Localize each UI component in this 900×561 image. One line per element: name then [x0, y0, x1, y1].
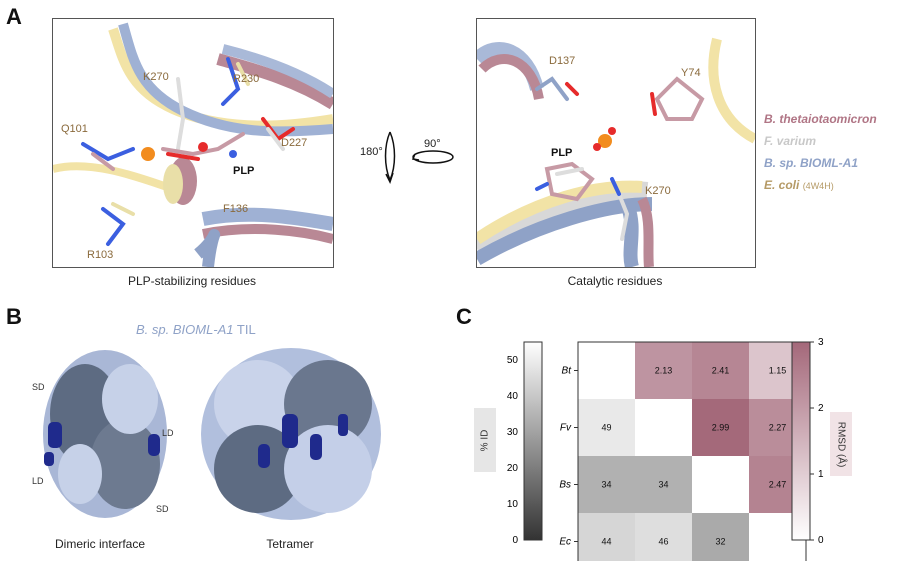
id-colorbar: 0 10 20 30 40 50: [507, 341, 543, 546]
id-colorbar-tick-label: 10: [507, 499, 519, 510]
heatmap-cell-value: 2.27: [769, 423, 787, 433]
id-colorbar-tick-label: 30: [507, 427, 519, 438]
label-k270: K270: [143, 71, 169, 83]
panel-b-title-species: B. sp. BIOML-A1: [136, 322, 234, 337]
id-colorbar-tick-label: 0: [512, 535, 518, 546]
rmsd-colorbar-tick-label: 3: [818, 337, 824, 348]
rmsd-colorbar-title-box: RMSD (Å): [830, 412, 852, 476]
heatmap-cell: [635, 456, 692, 513]
legend-label: B. thetaiotaomicron: [764, 112, 877, 126]
heatmap-cell: [692, 399, 749, 456]
rotation-180-label: 180°: [360, 146, 383, 158]
heatmap-row-label: Bs: [559, 480, 571, 491]
legend-item-e-coli: E. coli (4W4H): [764, 178, 900, 192]
caption-tetramer: Tetramer: [266, 537, 314, 551]
dimeric-interface-structure: SD LD LD SD: [30, 344, 180, 524]
label-y74: Y74: [681, 67, 701, 79]
heatmap-cell: [578, 456, 635, 513]
heatmap-cell: [692, 513, 749, 561]
tetramer-structure: [198, 344, 384, 524]
rotate-horizontal-icon: [411, 150, 454, 164]
heatmap-cell: [635, 342, 692, 399]
panel-letter-b: B: [6, 304, 22, 329]
caption-catalytic: Catalytic residues: [567, 274, 663, 288]
label-d137: D137: [549, 55, 576, 67]
id-colorbar-tick-label: 50: [507, 355, 519, 366]
legend-label: B. sp. BIOML-A1: [764, 156, 859, 170]
dimeric-render: [43, 350, 167, 518]
id-colorbar-tick-label: 40: [507, 391, 519, 402]
legend-label: E. coli: [764, 178, 800, 192]
heatmap-row-label: Ec: [559, 537, 571, 548]
rotation-indicator: 180° 90°: [338, 120, 458, 190]
panel-letter-a: A: [6, 4, 22, 29]
heatmap-cell-value: 44: [601, 537, 611, 547]
species-legend: B. thetaiotaomicron F. varium B. sp. BIO…: [764, 112, 900, 192]
label-plp-left: PLP: [233, 165, 255, 177]
legend-item-b-thetaiotaomicron: B. thetaiotaomicron: [764, 112, 900, 126]
label-q101: Q101: [61, 123, 88, 135]
rotate-vertical-icon: [384, 131, 396, 184]
heatmap-cell-value: 49: [601, 423, 611, 433]
heatmap-cell: [692, 342, 749, 399]
heatmap-cell-value: 2.47: [769, 480, 787, 490]
label-sd-top: SD: [32, 382, 45, 392]
rmsd-colorbar-tick-label: 0: [818, 535, 824, 546]
label-plp-right: PLP: [551, 147, 573, 159]
rmsd-colorbar-tick-label: 1: [818, 469, 824, 480]
rmsd-colorbar-title: RMSD (Å): [835, 421, 847, 467]
heatmap-cell: [578, 513, 635, 561]
catalytic-structure: D137 Y74 PLP K270: [476, 18, 756, 268]
label-d227: D227: [281, 137, 308, 149]
caption-plp-stabilizing: PLP-stabilizing residues: [127, 274, 257, 288]
heatmap-cell-value: 1.15: [769, 366, 787, 376]
heatmap-cell-value: 34: [601, 480, 611, 490]
plp-stabilizing-render: [53, 22, 333, 267]
legend-item-b-sp-bioml-a1: B. sp. BIOML-A1: [764, 156, 900, 170]
label-ld-right: LD: [162, 428, 174, 438]
legend-item-f-varium: F. varium: [764, 134, 900, 148]
label-f136: F136: [223, 203, 249, 215]
panel-letter-c: C: [456, 304, 472, 329]
heatmap-row-label: Fv: [560, 423, 572, 434]
caption-dimeric-interface: Dimeric interface: [54, 537, 146, 551]
heatmap-cell-value: 2.13: [655, 366, 673, 376]
panel-b-title: B. sp. BIOML-A1 TIL: [136, 322, 256, 337]
rmsd-colorbar: 0 1 2 3: [791, 337, 824, 546]
label-r103: R103: [87, 249, 114, 261]
catalytic-render: [477, 37, 755, 267]
id-colorbar-gradient: [523, 341, 543, 541]
rotation-90-label: 90°: [424, 138, 441, 150]
heatmap-cell-value: 46: [658, 537, 668, 547]
heatmap-cell-value: 34: [658, 480, 668, 490]
heatmap-grid: 2.132.411.152.992.272.47493434444632BtBt…: [559, 341, 807, 561]
id-colorbar-title-box: % ID: [474, 408, 496, 472]
label-k270-right: K270: [645, 185, 671, 197]
label-ld-left: LD: [32, 476, 44, 486]
legend-sub-label: (4W4H): [802, 181, 834, 191]
panel-b-title-suffix: TIL: [233, 322, 256, 337]
heatmap-cell-value: 32: [715, 537, 725, 547]
tetramer-render: [201, 348, 381, 520]
id-colorbar-title: % ID: [479, 429, 491, 451]
plp-stabilizing-structure: K270 R230 Q101 D227 PLP F136 R103: [52, 18, 334, 268]
rmsd-colorbar-gradient: [791, 341, 811, 541]
rmsd-colorbar-tick-label: 2: [818, 403, 824, 414]
heatmap-cell: [635, 513, 692, 561]
id-colorbar-tick-label: 20: [507, 463, 519, 474]
label-sd-bottom: SD: [156, 504, 169, 514]
heatmap-cell-value: 2.99: [712, 423, 730, 433]
heatmap-row-label: Bt: [562, 366, 573, 377]
heatmap-cell-value: 2.41: [712, 366, 730, 376]
heatmap-cell: [578, 399, 635, 456]
legend-label: F. varium: [764, 134, 817, 148]
label-r230: R230: [233, 73, 260, 85]
